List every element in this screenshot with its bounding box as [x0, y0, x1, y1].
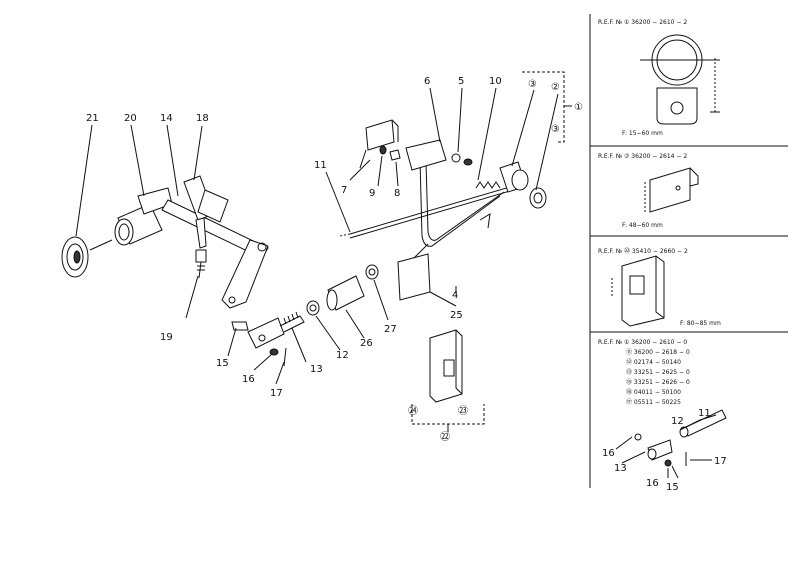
- callout-7: 7: [341, 185, 347, 196]
- ref-list-item: ⑪ 36200 − 2618 − 0: [626, 348, 690, 356]
- stopper-bracket-part: [359, 119, 399, 169]
- ref-list-item: ⑰ 05511 − 50225: [626, 398, 681, 406]
- callout-16: 16: [242, 374, 255, 385]
- inset-label-17: 17: [714, 456, 727, 467]
- ref-panel-2: R.E.F. № ⑦ 36200 − 2614 − 2 F: 48−60 mm: [598, 153, 699, 229]
- bushing-illustration: [640, 34, 720, 125]
- callout-20: 20: [124, 113, 137, 124]
- callout-26: 26: [360, 338, 373, 349]
- callout-4: 4: [452, 290, 458, 301]
- ref-panel-1: R.E.F. № ① 36200 − 2610 − 2 F: 15−60 mm: [598, 19, 720, 137]
- reference-panel-frame: [589, 14, 788, 488]
- callout-2: ②: [551, 82, 560, 93]
- adjusting-rod-part: [306, 264, 379, 316]
- ref-panel-2-note: F: 48−60 mm: [622, 222, 663, 229]
- callout-5: 5: [458, 76, 464, 87]
- callout-22: ㉒: [440, 431, 450, 443]
- callout-21: 21: [86, 113, 99, 124]
- ref-panel-2-title: R.E.F. № ⑦ 36200 − 2614 − 2: [598, 153, 687, 160]
- ref-panel-1-title: R.E.F. № ① 36200 − 2610 − 2: [598, 19, 687, 26]
- clutch-pedal-part: [397, 159, 505, 301]
- callout-bracket-1: [522, 71, 572, 143]
- ref-list-item: ⑬ 33251 − 2625 − 0: [626, 368, 690, 376]
- ref-panel-1-note: F: 15−60 mm: [622, 130, 663, 137]
- callout-11: 11: [314, 160, 327, 171]
- release-lever-part: [221, 239, 269, 309]
- ref-list-item: ⑫ 02174 − 50140: [626, 358, 681, 366]
- inset-label-11: 11: [698, 408, 711, 419]
- ref-list-item: ⑯ 04011 − 50100: [626, 388, 681, 396]
- seal-ring-part: [61, 236, 113, 278]
- callout-24: ㉔: [408, 405, 418, 417]
- callout-25: 25: [450, 310, 463, 321]
- callout-18: 18: [196, 113, 209, 124]
- callout-9: 9: [369, 188, 375, 199]
- ref-panel-3: R.E.F. № ㉒ 35410 − 2660 − 2 F: 80−85 mm: [598, 247, 721, 327]
- bolt-and-washer-parts: [379, 139, 473, 171]
- callout-6: 6: [424, 76, 430, 87]
- inset-label-16: 16: [602, 448, 615, 459]
- callout-17: 17: [270, 388, 283, 399]
- ref-list-item: ⑮ 33251 − 2626 − 0: [626, 378, 690, 386]
- bolt-19-part: [195, 249, 207, 279]
- inset-label-13: 13: [614, 463, 627, 474]
- pedal-spring-part: [475, 161, 547, 209]
- pedal-pad-illustration: [611, 255, 665, 327]
- inset-rod-assembly: [615, 409, 727, 479]
- callout-15: 15: [216, 358, 229, 369]
- pedal-rod-part: [339, 183, 521, 239]
- callout-19: 19: [160, 332, 173, 343]
- clevis-assembly: [231, 311, 305, 367]
- inset-label-12: 12: [671, 416, 684, 427]
- callout-12: 12: [336, 350, 349, 361]
- callout-23: ㉓: [458, 405, 468, 417]
- bracket-illustration: [644, 167, 699, 213]
- callout-13: 13: [310, 364, 323, 375]
- release-sleeve-part: [114, 187, 173, 246]
- ref-panel-3-title: R.E.F. № ㉒ 35410 − 2660 − 2: [598, 247, 688, 255]
- ref-panel-3-note: F: 80−85 mm: [680, 320, 721, 327]
- leader-lines: [75, 87, 559, 385]
- ref-panel-4: R.E.F. № ① 36200 − 2610 − 0 ⑪ 36200 − 26…: [598, 339, 727, 493]
- ref-list-title: R.E.F. № ① 36200 − 2610 − 0: [598, 339, 687, 346]
- callout-10: 10: [489, 76, 502, 87]
- inset-label-15: 15: [666, 482, 679, 493]
- callout-8: 8: [394, 188, 400, 199]
- inset-label-16: 16: [646, 478, 659, 489]
- callout-3b: ③: [551, 124, 560, 135]
- cotter-pin-part: [455, 213, 491, 294]
- callout-27: 27: [384, 324, 397, 335]
- callout-labels: 21 20 14 18 19 15 16 17 13 12 26 27 11 7…: [86, 76, 583, 443]
- callout-14: 14: [160, 113, 173, 124]
- pedal-pad-assembly: [411, 329, 485, 432]
- callout-3: ③: [528, 79, 537, 90]
- callout-1: ①: [574, 102, 583, 113]
